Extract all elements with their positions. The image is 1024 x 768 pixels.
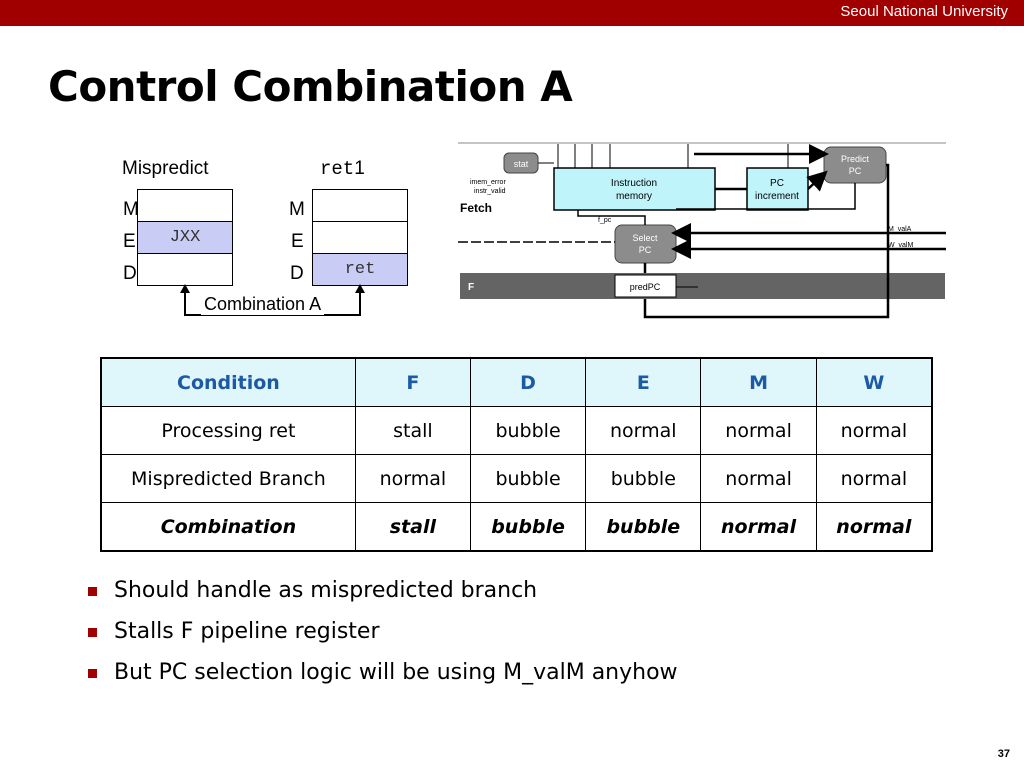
- slide-title: Control Combination A: [48, 62, 573, 111]
- table-row: Mispredicted Branch normal bubble bubble…: [100, 454, 933, 503]
- arrow-up-icon: [355, 284, 365, 293]
- university-name: Seoul National University: [840, 3, 1008, 20]
- table-row-combination: Combination stall bubble bubble normal n…: [100, 502, 933, 552]
- table-cell: bubble: [469, 454, 587, 503]
- table-cell: Processing ret: [100, 406, 356, 455]
- table-cell: normal: [354, 454, 471, 503]
- pipeline-cell-e: JXX: [138, 222, 232, 254]
- page-number: 37: [997, 748, 1010, 760]
- fetch-label: Fetch: [460, 201, 492, 215]
- table-cell: normal: [585, 406, 702, 455]
- combination-caption: Combination A: [201, 294, 325, 315]
- table-cell: normal: [700, 406, 817, 455]
- top-bar: Seoul National University: [0, 0, 1024, 26]
- header-d: D: [469, 357, 587, 407]
- table-cell: stall: [354, 502, 471, 552]
- table-cell: bubble: [585, 502, 702, 552]
- pipeline-cell-m: [138, 190, 232, 222]
- f-pc-label: f_pc: [598, 217, 612, 224]
- table-cell: normal: [815, 502, 933, 552]
- imem-error-label: imem_error: [470, 179, 506, 186]
- header-condition: Condition: [100, 357, 356, 407]
- table-row: Processing ret stall bubble normal norma…: [100, 406, 933, 455]
- bullet-square-icon: [88, 587, 97, 596]
- select-pc-line1: Select: [632, 233, 658, 243]
- table-header-row: Condition F D E M W: [100, 357, 933, 407]
- predict-pc-line1: Predict: [841, 154, 870, 164]
- instr-valid-label: instr_valid: [474, 188, 506, 195]
- instruction-memory-line1: Instruction: [611, 178, 657, 189]
- stage-label-e: E: [291, 231, 304, 252]
- combination-bracket: [180, 284, 365, 316]
- bullet-item: Stalls F pipeline register: [88, 619, 678, 660]
- header-w: W: [815, 357, 933, 407]
- ret-label-code: ret: [320, 158, 355, 180]
- table-cell: Combination: [100, 502, 356, 552]
- m-vala-label: M_valA: [888, 226, 912, 233]
- pipeline-cell-d: ret: [313, 254, 407, 285]
- select-pc-line2: PC: [639, 245, 652, 255]
- table-cell: bubble: [469, 502, 587, 552]
- pred-pc-label: predPC: [630, 282, 661, 292]
- table-cell: Mispredicted Branch: [100, 454, 356, 503]
- table-cell: bubble: [469, 406, 587, 455]
- ret-label: ret1: [320, 158, 365, 180]
- w-valm-label: W_valM: [888, 242, 913, 249]
- fetch-stage-diagram: stat imem_error instr_valid Fetch Instru…: [458, 142, 946, 319]
- table-cell: normal: [815, 406, 933, 455]
- f-register-label: F: [468, 282, 474, 293]
- header-f: F: [354, 357, 471, 407]
- stage-label-e: E: [123, 231, 136, 252]
- table-cell: bubble: [585, 454, 702, 503]
- control-table: Condition F D E M W Processing ret stall…: [100, 357, 933, 552]
- stage-label-d: D: [290, 263, 304, 284]
- bullet-text: But PC selection logic will be using M_v…: [114, 660, 678, 685]
- instruction-memory-line2: memory: [616, 191, 652, 202]
- table-cell: stall: [354, 406, 471, 455]
- stage-label-d: D: [123, 263, 137, 284]
- pc-increment-line1: PC: [770, 178, 784, 189]
- ret-label-num: 1: [354, 158, 365, 179]
- mispredict-pipeline: JXX: [137, 189, 233, 286]
- table-cell: normal: [815, 454, 933, 503]
- arrow-up-icon: [180, 284, 190, 293]
- bullet-item: Should handle as mispredicted branch: [88, 578, 678, 619]
- bullet-list: Should handle as mispredicted branch Sta…: [88, 578, 678, 701]
- bullet-text: Should handle as mispredicted branch: [114, 578, 538, 603]
- ret-pipeline: ret: [312, 189, 408, 286]
- header-e: E: [585, 357, 702, 407]
- header-m: M: [700, 357, 817, 407]
- stage-label-m: M: [123, 199, 139, 220]
- table-cell: normal: [700, 454, 817, 503]
- pipeline-cell-m: [313, 190, 407, 222]
- pipeline-cell-e: [313, 222, 407, 254]
- bullet-square-icon: [88, 628, 97, 637]
- predict-pc-line2: PC: [849, 166, 862, 176]
- bullet-text: Stalls F pipeline register: [114, 619, 380, 644]
- table-cell: normal: [700, 502, 817, 552]
- mispredict-label: Mispredict: [122, 158, 209, 179]
- bullet-square-icon: [88, 669, 97, 678]
- stat-box: stat: [514, 159, 529, 169]
- pc-increment-line2: increment: [755, 191, 799, 202]
- bullet-item: But PC selection logic will be using M_v…: [88, 660, 678, 701]
- stage-label-m: M: [289, 199, 305, 220]
